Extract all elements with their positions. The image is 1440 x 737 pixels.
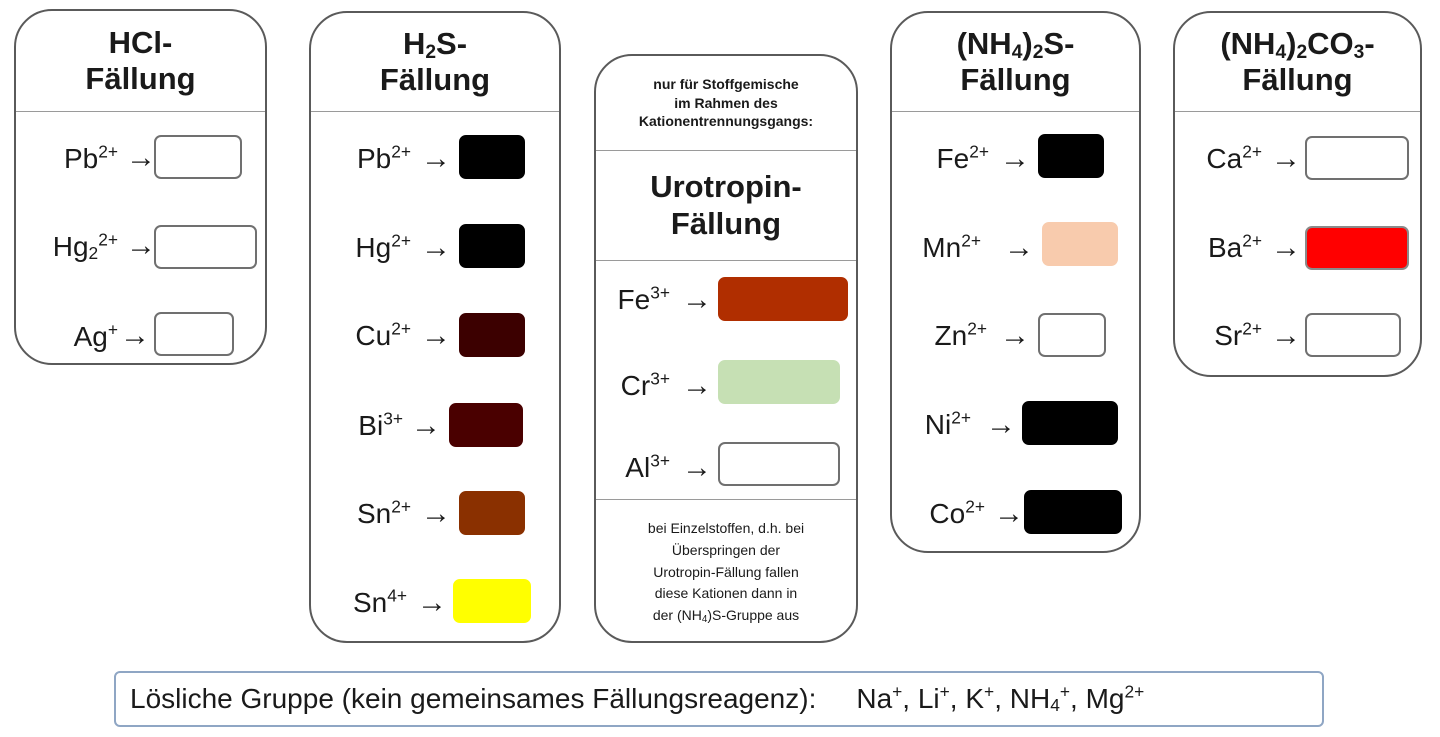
arrow-icon: → <box>411 409 441 442</box>
arrow-icon: → <box>421 497 451 530</box>
arrow-icon: → <box>1271 231 1301 264</box>
ion-label: Fe2+ <box>936 141 989 174</box>
arrow-icon: → <box>120 319 150 352</box>
precipitate-swatch <box>1022 401 1118 445</box>
precipitate-swatch <box>1038 313 1106 357</box>
ion-label: Pb2+ <box>63 141 118 174</box>
soluble-ions: Na+, Li+, K+, NH4+, Mg2+ <box>856 681 1145 716</box>
group-title: Fällung <box>960 62 1071 97</box>
arrow-icon: → <box>126 141 156 174</box>
arrow-icon: → <box>682 451 712 484</box>
arrow-icon: → <box>1004 231 1034 264</box>
precipitate-swatch <box>453 579 531 623</box>
ion-label: Hg22+ <box>52 229 118 264</box>
group-title: (NH4)2CO3- <box>1220 25 1375 63</box>
arrow-icon: → <box>1271 319 1301 352</box>
precipitate-swatch <box>459 491 525 535</box>
group-title: H2S- <box>402 25 468 63</box>
precipitate-swatch <box>459 224 525 268</box>
ion-label: Pb2+ <box>356 141 411 174</box>
ion-label: Ba2+ <box>1207 230 1262 263</box>
precipitate-swatch <box>718 442 840 486</box>
precipitate-swatch <box>718 360 840 404</box>
group-nh4-2co3-header: (NH4)2CO3- Fällung <box>1175 13 1420 112</box>
precipitate-swatch <box>154 135 242 179</box>
ion-label: Co2+ <box>929 496 985 529</box>
group-h2s-header: H2S- Fällung <box>311 13 559 112</box>
group-title: Urotropin- <box>650 169 802 205</box>
arrow-icon: → <box>421 319 451 352</box>
ion-label: Ni2+ <box>924 407 971 440</box>
group-nh4-2co3: (NH4)2CO3- Fällung Ca2+ → Ba2+ → Sr2+ → <box>1173 11 1422 377</box>
group-urotropin: nur für Stoffgemische im Rahmen des Kati… <box>594 54 858 643</box>
arrow-icon: → <box>421 142 451 175</box>
arrow-icon: → <box>682 369 712 402</box>
precipitate-swatch <box>1305 313 1401 357</box>
arrow-icon: → <box>1000 142 1030 175</box>
precipitate-swatch <box>449 403 523 447</box>
group-title: HCl- <box>108 24 173 60</box>
arrow-icon: → <box>986 408 1016 441</box>
arrow-icon: → <box>421 231 451 264</box>
arrow-icon: → <box>126 229 156 262</box>
group-title: Fällung <box>670 205 782 241</box>
precipitate-swatch <box>459 313 525 357</box>
ion-label: Cr3+ <box>620 368 670 401</box>
group-title: Fällung <box>1242 62 1353 97</box>
precipitate-swatch <box>718 277 848 321</box>
arrow-icon: → <box>1000 319 1030 352</box>
ion-label: Cu2+ <box>355 318 411 351</box>
ion-label: Sn2+ <box>356 496 411 529</box>
group-title: Fällung <box>379 62 491 97</box>
group-title: Fällung <box>85 61 196 96</box>
ion-label: Bi3+ <box>358 408 403 441</box>
group-title: (NH4)2S- <box>956 25 1075 63</box>
ion-label: Zn2+ <box>934 318 987 351</box>
precipitate-swatch <box>459 135 525 179</box>
ion-label: Mn2+ <box>922 230 981 263</box>
note-single-substances: bei Einzelstoffen, d.h. bei Überspringen… <box>596 499 856 641</box>
precipitate-swatch <box>1042 222 1118 266</box>
group-nh4-2s-header: (NH4)2S- Fällung <box>892 13 1139 112</box>
arrow-icon: → <box>417 586 447 619</box>
group-hcl-header: HCl- Fällung <box>16 11 265 112</box>
ion-label: Al3+ <box>625 450 670 483</box>
ion-label: Ag+ <box>73 319 118 352</box>
arrow-icon: → <box>994 497 1024 530</box>
arrow-icon: → <box>682 283 712 316</box>
precipitate-swatch <box>1305 226 1409 270</box>
precipitate-swatch <box>1024 490 1122 534</box>
note-mixtures-only: nur für Stoffgemische im Rahmen des Kati… <box>596 56 856 151</box>
soluble-group-box: Lösliche Gruppe (kein gemeinsames Fällun… <box>114 671 1324 727</box>
precipitate-swatch <box>154 225 257 269</box>
group-hcl: HCl- Fällung Pb2+ → Hg22+ → Ag+ → <box>14 9 267 365</box>
group-h2s: H2S- Fällung Pb2+ → Hg2+ → Cu2+ → Bi3+ →… <box>309 11 561 643</box>
precipitate-swatch <box>1038 134 1104 178</box>
ion-label: Sr2+ <box>1214 318 1262 351</box>
group-nh4-2s: (NH4)2S- Fällung Fe2+ → Mn2+ → Zn2+ → Ni… <box>890 11 1141 553</box>
ion-label: Ca2+ <box>1206 141 1262 174</box>
group-urotropin-header: Urotropin- Fällung <box>596 151 856 261</box>
precipitate-swatch <box>154 312 234 356</box>
ion-label: Hg2+ <box>355 230 411 263</box>
ion-label: Sn4+ <box>352 585 407 618</box>
ion-label: Fe3+ <box>617 282 670 315</box>
arrow-icon: → <box>1271 142 1301 175</box>
soluble-group-label: Lösliche Gruppe (kein gemeinsames Fällun… <box>130 683 817 714</box>
precipitate-swatch <box>1305 136 1409 180</box>
